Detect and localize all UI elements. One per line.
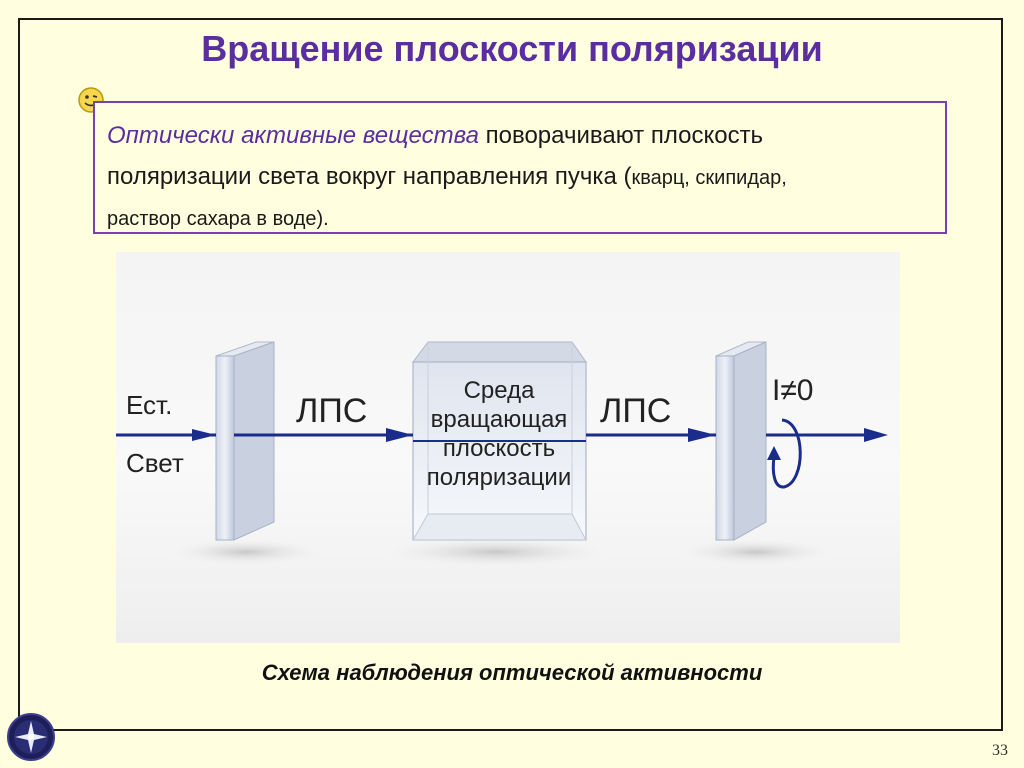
intensity-label: I≠0 — [772, 374, 813, 407]
diagram-caption: Схема наблюдения оптической активности — [261, 660, 763, 685]
rotating-medium-cube — [412, 341, 587, 541]
medium-label-line-4: поляризации — [427, 464, 571, 491]
medium-label-line-3: плоскость — [443, 435, 555, 462]
definition-line-1: Оптически активные вещества поворачивают… — [107, 115, 933, 156]
definition-box: Оптически активные вещества поворачивают… — [93, 101, 947, 234]
rotation-arrow-icon — [767, 418, 802, 489]
light-beam — [116, 428, 888, 442]
polarizer-plate — [215, 341, 275, 541]
slide-frame — [18, 18, 1003, 731]
cube-shadow — [376, 536, 616, 568]
definition-highlight: Оптически активные вещества — [107, 122, 479, 149]
label-svet: Свет — [126, 448, 184, 478]
definition-text-1: поворачивают плоскость — [478, 122, 764, 149]
label-lps-right: ЛПС — [600, 392, 671, 430]
analyzer-plate — [715, 341, 767, 541]
optical-activity-diagram: Ест. Свет ЛПС ЛПС Среда вращающая плоско… — [116, 252, 900, 643]
right-plate-shadow — [676, 538, 836, 566]
definition-text-2: поляризации света вокруг направления пуч… — [107, 163, 632, 190]
page-number: 33 — [992, 742, 1008, 759]
slide-title: Вращение плоскости поляризации — [201, 28, 823, 69]
logo-icon — [7, 713, 55, 761]
left-plate-shadow — [166, 538, 326, 566]
label-est: Ест. — [126, 390, 172, 420]
medium-label-line-2: вращающая — [431, 406, 568, 433]
label-lps-left: ЛПС — [296, 392, 367, 430]
definition-line-2: поляризации света вокруг направления пуч… — [107, 156, 933, 199]
definition-line-3: раствор сахара в воде). — [107, 208, 329, 230]
definition-examples: кварц, скипидар, — [631, 167, 787, 189]
medium-label-line-1: Среда — [464, 377, 536, 404]
